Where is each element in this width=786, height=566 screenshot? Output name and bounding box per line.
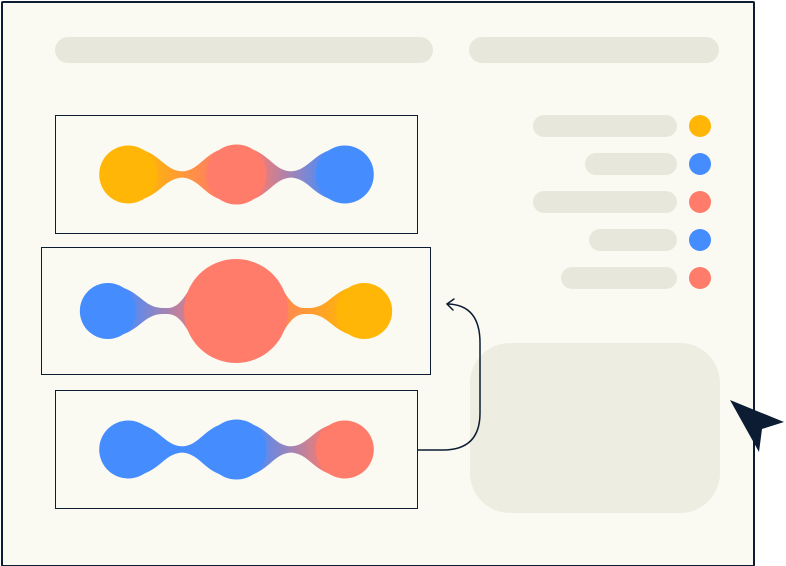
node-circle	[79, 283, 136, 339]
node-link	[144, 424, 220, 475]
node-link	[264, 267, 349, 355]
app-window	[1, 1, 755, 566]
sequence-card-1[interactable]	[55, 115, 418, 234]
sequence-card-3[interactable]	[55, 390, 418, 509]
node-circle	[336, 283, 393, 339]
preview-panel[interactable]	[470, 343, 720, 513]
node-circle	[315, 145, 374, 204]
cursor-arrow-icon	[730, 400, 784, 452]
sequence-card-2[interactable]	[41, 247, 431, 375]
legend-swatch	[689, 115, 711, 137]
legend-label-placeholder	[533, 191, 677, 213]
node-link	[144, 149, 220, 200]
node-circle	[99, 420, 158, 479]
node-circle	[206, 419, 267, 480]
legend-label-placeholder	[585, 153, 677, 175]
legend-swatch	[689, 267, 711, 289]
sequence-diagram	[99, 419, 374, 480]
header-title-placeholder	[55, 37, 433, 63]
node-circle	[206, 144, 267, 205]
legend-swatch	[689, 191, 711, 213]
legend-swatch	[689, 153, 711, 175]
node-link	[253, 424, 329, 475]
sequence-diagram	[79, 259, 393, 363]
legend-label-placeholder	[533, 115, 677, 137]
curved-arrow-icon	[417, 298, 481, 451]
header-search-placeholder[interactable]	[469, 37, 719, 63]
node-link	[253, 149, 329, 200]
legend-label-placeholder	[589, 229, 677, 251]
node-circle	[99, 145, 158, 204]
legend-label-placeholder	[561, 267, 677, 289]
sequence-diagram	[99, 144, 374, 205]
node-circle	[315, 420, 374, 479]
node-link	[123, 267, 208, 355]
node-circle	[184, 259, 288, 363]
legend-swatch	[689, 229, 711, 251]
